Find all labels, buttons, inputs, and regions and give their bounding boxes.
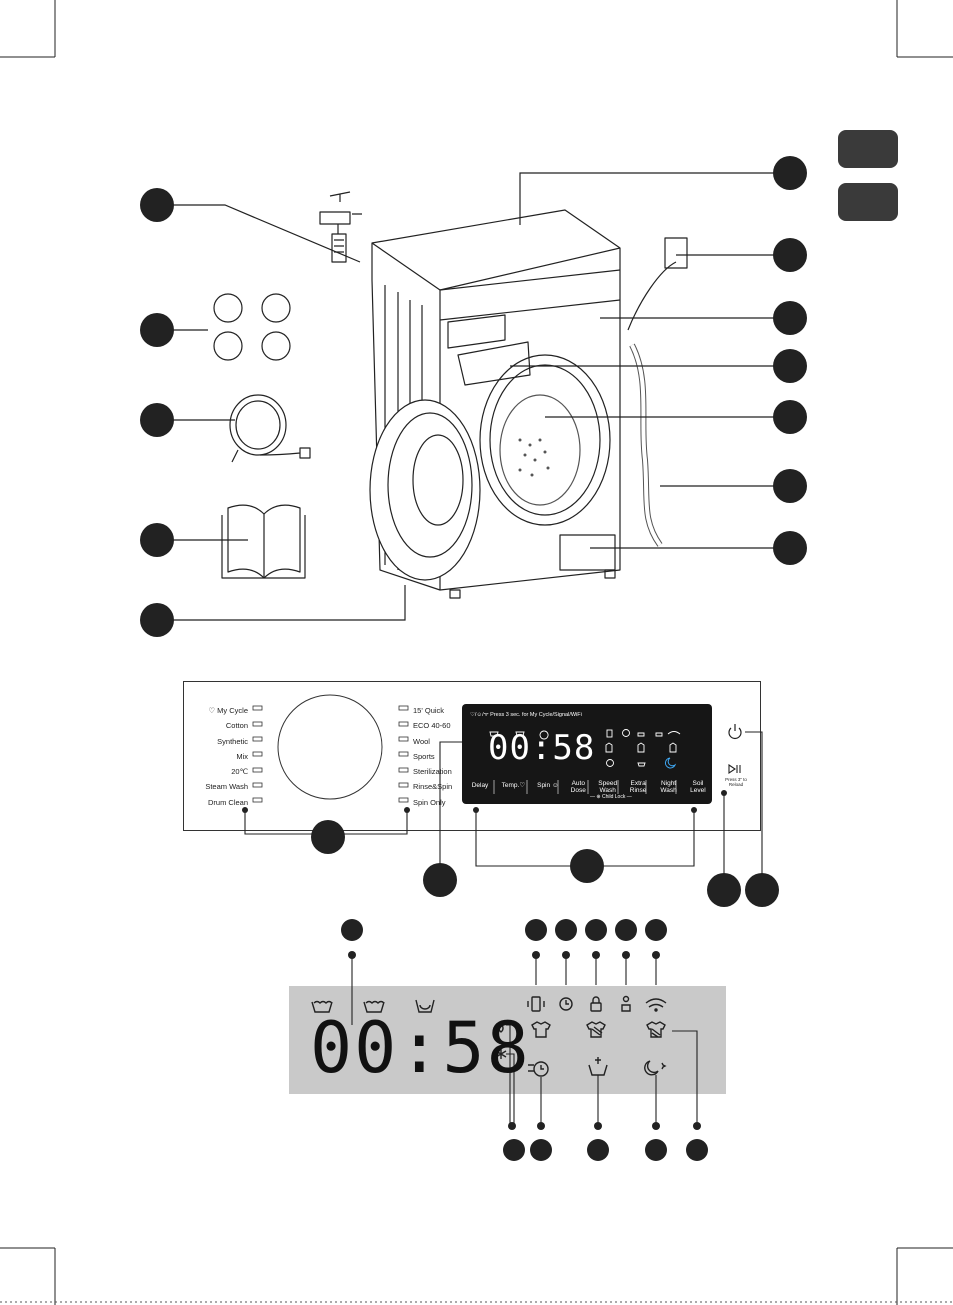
callout-7	[773, 238, 807, 272]
inlet-hose-icon	[230, 395, 310, 462]
callout-21	[585, 919, 607, 941]
callout-16	[707, 873, 741, 907]
program-label[interactable]: Steam Wash	[190, 779, 248, 794]
temp-button[interactable]: Temp.♡	[497, 780, 529, 800]
callout-23	[645, 919, 667, 941]
program-label[interactable]: ♡ My Cycle	[190, 703, 248, 718]
washer-illustration	[0, 0, 953, 660]
callout-20	[555, 919, 577, 941]
callout-13	[311, 820, 345, 854]
water-tap-icon	[320, 192, 362, 262]
callout-15	[570, 849, 604, 883]
program-knob	[278, 695, 382, 799]
program-label[interactable]: Wool	[413, 734, 473, 749]
program-labels-right: 15' Quick ECO 40-60 Wool Sports Steriliz…	[413, 703, 473, 810]
night-wash-button[interactable]: Night Wash	[655, 780, 683, 800]
program-label[interactable]: Cotton	[190, 718, 248, 733]
user-manual-icon	[222, 505, 305, 578]
callout-6	[773, 156, 807, 190]
program-label[interactable]: 20℃	[190, 764, 248, 779]
callout-9	[773, 349, 807, 383]
power-icon	[729, 724, 741, 738]
soil-level-button[interactable]: Soil Level	[686, 780, 710, 800]
callout-5	[140, 603, 174, 637]
program-label[interactable]: Spin Only	[413, 795, 473, 810]
auto-dose-button[interactable]: Auto Dose	[566, 780, 590, 800]
program-label[interactable]: Drum Clean	[190, 795, 248, 810]
callout-10	[773, 400, 807, 434]
callout-24	[503, 1139, 525, 1161]
transport-caps-icon	[214, 294, 290, 360]
callout-19	[525, 919, 547, 941]
program-label[interactable]: Rinse&Spin	[413, 779, 473, 794]
program-label[interactable]: Mix	[190, 749, 248, 764]
program-labels-left: ♡ My Cycle Cotton Synthetic Mix 20℃ Stea…	[190, 703, 248, 810]
callout-8	[773, 301, 807, 335]
program-label[interactable]: Synthetic	[190, 734, 248, 749]
lcd-buttons: Delay Temp.♡ Spin ☺ Auto Dose Speed Wash…	[466, 780, 710, 800]
start-pause-icon	[729, 765, 740, 773]
callout-17	[745, 873, 779, 907]
detail-time: 00:58	[310, 1013, 531, 1083]
start-hint: Press 3" to Reload	[722, 777, 750, 787]
program-label[interactable]: Sports	[413, 749, 473, 764]
callout-14	[423, 863, 457, 897]
program-label[interactable]: Sterilization	[413, 764, 473, 779]
callout-12	[773, 531, 807, 565]
delay-button[interactable]: Delay	[466, 780, 494, 800]
callout-18	[341, 919, 363, 941]
callout-11	[773, 469, 807, 503]
callout-3	[140, 403, 174, 437]
childlock-label: — ⊕ Child Lock —	[590, 794, 632, 800]
lcd-time: 00:58	[488, 731, 595, 765]
lcd-top-hint: ♡/☺/ᯤ Press 3 sec. for My Cycle/Signal/W…	[470, 710, 582, 718]
callout-27	[645, 1139, 667, 1161]
callout-26	[587, 1139, 609, 1161]
callout-22	[615, 919, 637, 941]
callout-4	[140, 523, 174, 557]
callout-28	[686, 1139, 708, 1161]
program-label[interactable]: 15' Quick	[413, 703, 473, 718]
spin-button[interactable]: Spin ☺	[533, 780, 563, 800]
callout-2	[140, 313, 174, 347]
program-label[interactable]: ECO 40-60	[413, 718, 473, 733]
callout-1	[140, 188, 174, 222]
callout-25	[530, 1139, 552, 1161]
